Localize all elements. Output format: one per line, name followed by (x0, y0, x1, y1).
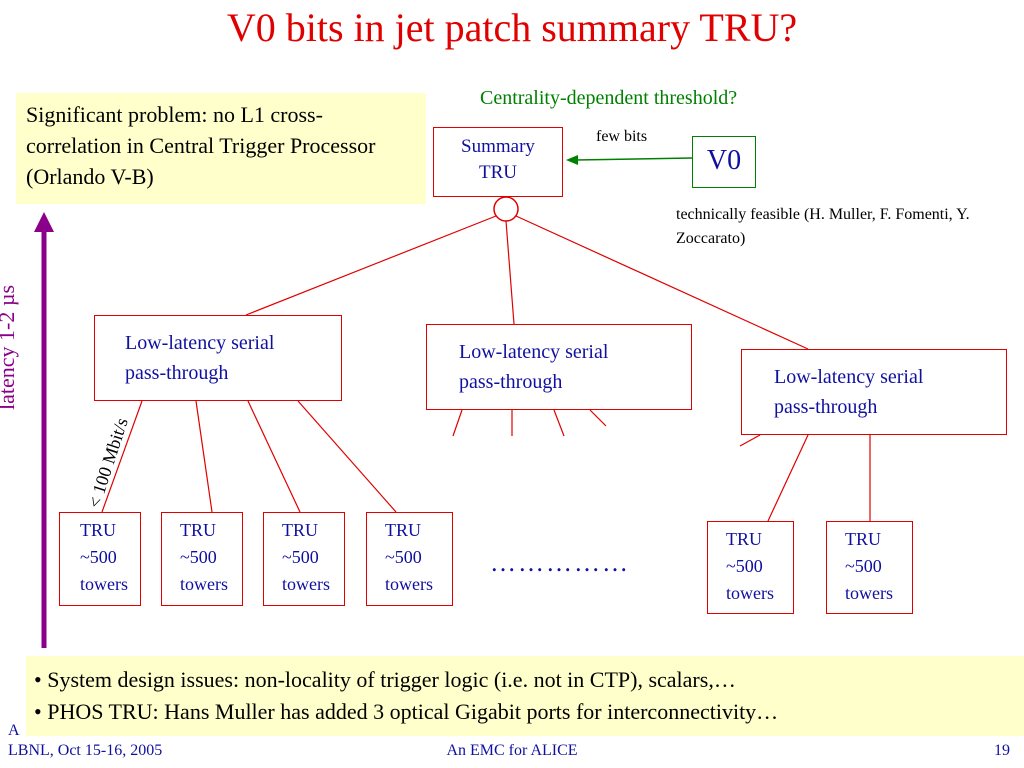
serial-line1: Low-latency serial (459, 341, 609, 363)
tru-line1: TRU (80, 520, 116, 540)
tru-box: TRU ~500 towers (263, 512, 345, 606)
serial-line1: Low-latency serial (125, 332, 275, 354)
v0-arrow-shaft (575, 157, 693, 161)
serial-line1: Low-latency serial (774, 366, 924, 388)
slide-number: 19 (994, 742, 1010, 759)
few-bits-label: few bits (596, 128, 648, 145)
tree-line (297, 400, 397, 513)
tree-line (767, 434, 809, 522)
tru-line2: ~500 (282, 547, 319, 567)
tru-line3: towers (282, 574, 330, 594)
latency-label: latency 1-2 µs (0, 284, 19, 410)
tree-line (515, 215, 809, 350)
centrality-question: Centrality-dependent threshold? (480, 87, 738, 109)
tree-line (505, 220, 515, 325)
tree-stub (553, 409, 565, 437)
summary-label: Summary (461, 136, 535, 157)
footer-partial-text: A (8, 722, 20, 739)
tru-label: TRU (479, 162, 517, 183)
issue-item: • System design issues: non-locality of … (34, 667, 736, 692)
tru-line2: ~500 (726, 556, 763, 576)
more-trus-ellipsis: …………… (490, 548, 630, 577)
v0-box: V0 (692, 136, 756, 188)
tree-line (247, 400, 301, 513)
tru-line3: towers (80, 574, 128, 594)
tru-line1: TRU (180, 520, 216, 540)
tru-line1: TRU (726, 529, 762, 549)
problem-note: Significant problem: no L1 cross-correla… (16, 93, 426, 204)
tru-box: TRU ~500 towers (161, 512, 243, 606)
serial-line2: pass-through (459, 371, 563, 393)
tru-line2: ~500 (845, 556, 882, 576)
serial-line2: pass-through (774, 396, 878, 418)
tru-line3: towers (726, 583, 774, 603)
serial-line2: pass-through (125, 362, 229, 384)
tree-line (245, 215, 497, 316)
feasibility-note: technically feasible (H. Muller, F. Fome… (676, 206, 970, 247)
tree-line (195, 400, 213, 513)
tru-box: TRU ~500 towers (366, 512, 453, 606)
tru-line2: ~500 (385, 547, 422, 567)
tree-stub (739, 434, 761, 447)
issues-note: • System design issues: non-locality of … (26, 656, 1024, 736)
v0-arrow-head (566, 155, 578, 165)
tru-line3: towers (845, 583, 893, 603)
latency-arrow-head (34, 212, 54, 232)
slide-title: V0 bits in jet patch summary TRU? (226, 5, 798, 50)
serial-box: Low-latency serial pass-through (741, 349, 1007, 435)
tru-box: TRU ~500 towers (707, 521, 794, 614)
footer-date: LBNL, Oct 15-16, 2005 (8, 742, 163, 759)
tree-stub (452, 409, 463, 437)
summary-junction (493, 196, 519, 222)
tru-line3: towers (385, 574, 433, 594)
tru-line1: TRU (385, 520, 421, 540)
tru-line3: towers (180, 574, 228, 594)
tree-line (101, 400, 143, 513)
tru-box: TRU ~500 towers (59, 512, 141, 606)
summary-tru-box: Summary TRU (433, 127, 563, 197)
serial-box: Low-latency serial pass-through (426, 324, 692, 410)
tru-box: TRU ~500 towers (826, 521, 913, 614)
tree-stub (589, 409, 607, 427)
issue-item: • PHOS TRU: Hans Muller has added 3 opti… (34, 699, 779, 724)
tru-line1: TRU (282, 520, 318, 540)
tru-line2: ~500 (80, 547, 117, 567)
tru-line2: ~500 (180, 547, 217, 567)
footer-talk-title: An EMC for ALICE (446, 742, 578, 759)
tru-line1: TRU (845, 529, 881, 549)
serial-box: Low-latency serial pass-through (94, 315, 342, 401)
